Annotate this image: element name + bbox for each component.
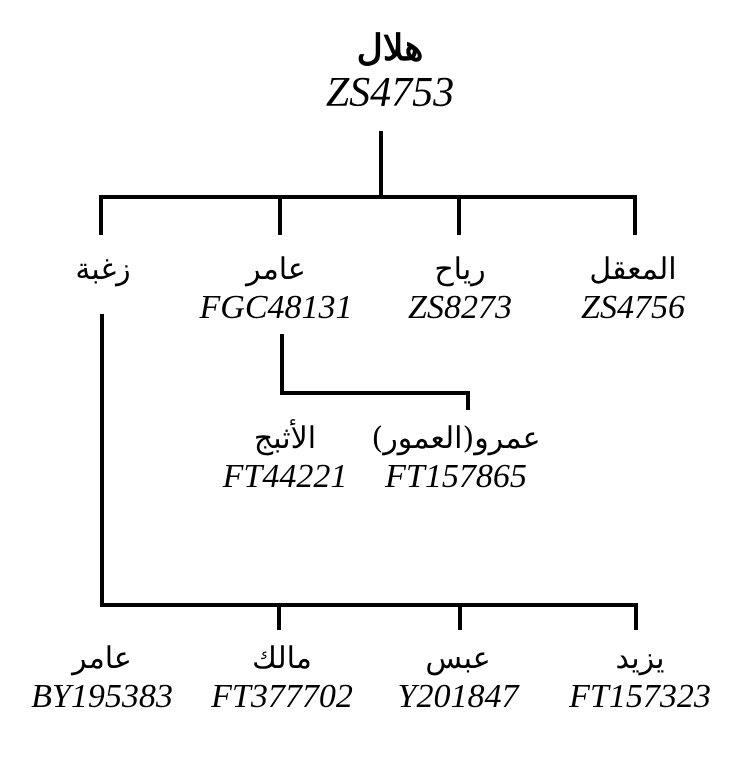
node-zoghba: زغبة	[75, 251, 130, 289]
node-name: زغبة	[75, 252, 131, 287]
node-name: مالك	[252, 641, 312, 676]
root-code: ZS4753	[325, 70, 455, 116]
node-code: FT157323	[569, 678, 711, 715]
node-name: عمرو(العمور)	[371, 421, 541, 456]
node-riyah: رياح ZS8273	[408, 251, 512, 327]
node-name: عامر	[246, 252, 306, 287]
node-code: FT157865	[385, 458, 527, 495]
node-code: FT44221	[222, 458, 348, 495]
node-maqil: المعقل ZS4756	[581, 251, 685, 327]
node-name: رياح	[434, 252, 486, 287]
node-name: عامر	[72, 641, 132, 676]
node-name: عبس	[425, 641, 491, 676]
root-name: هلال	[356, 27, 424, 69]
node-code: FGC48131	[199, 289, 353, 326]
root-node: هلال ZS4753	[326, 26, 454, 116]
node-abs: عبس Y201847	[398, 640, 519, 716]
node-athbaj: الأثبج FT44221	[223, 420, 348, 496]
node-code: FT377702	[211, 678, 353, 715]
node-amer: عامر FGC48131	[200, 251, 353, 327]
node-code: BY195383	[31, 678, 173, 715]
node-name: الأثبج	[253, 421, 317, 456]
node-malik: مالك FT377702	[211, 640, 353, 716]
node-amer-zoghba: عامر BY195383	[31, 640, 173, 716]
node-code: ZS4756	[581, 289, 685, 326]
node-yazid: يزيد FT157323	[569, 640, 711, 716]
node-name: المعقل	[589, 252, 677, 287]
node-code: Y201847	[397, 678, 519, 715]
node-amr-amour: عمرو(العمور) FT157865	[372, 420, 541, 496]
node-name: يزيد	[615, 641, 665, 676]
node-code: ZS8273	[408, 289, 512, 326]
